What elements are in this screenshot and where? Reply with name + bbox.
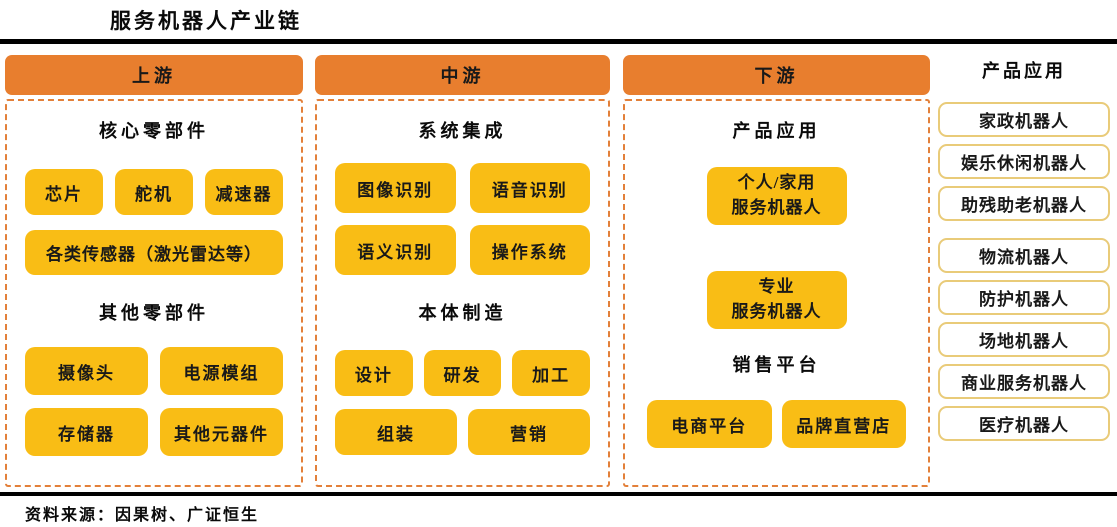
applications-column: 产品应用 家政机器人 娱乐休闲机器人 助残助老机器人 物流机器人 防护机器人 场… bbox=[938, 55, 1110, 441]
node-professional-service-robot: 专业 服务机器人 bbox=[706, 271, 847, 329]
applications-title: 产品应用 bbox=[982, 61, 1066, 81]
node-ecommerce-platform: 电商平台 bbox=[647, 400, 772, 448]
other-components-row-2: 存储器 其他元器件 bbox=[7, 408, 301, 456]
app-box-commercial-service-robot: 商业服务机器人 bbox=[938, 364, 1110, 399]
node-chip: 芯片 bbox=[25, 169, 103, 215]
node-speech-recognition: 语音识别 bbox=[469, 163, 590, 213]
upstream-body: 核心零部件 芯片 舵机 减速器 各类传感器（激光雷达等） 其他零部件 摄像头 电… bbox=[5, 99, 303, 487]
manufacturing-row-1: 设计 研发 加工 bbox=[317, 350, 608, 396]
node-professional-line2: 服务机器人 bbox=[731, 302, 822, 321]
node-servo: 舵机 bbox=[115, 169, 193, 215]
node-professional-line1: 专业 bbox=[758, 277, 795, 297]
section-title-product-application: 产品应用 bbox=[732, 121, 821, 141]
app-box-field-robot: 场地机器人 bbox=[938, 322, 1110, 357]
downstream-body: 产品应用 个人/家用 服务机器人 专业 服务机器人 销售平台 电商平台 品牌直营… bbox=[623, 99, 930, 487]
section-title-core-components: 核心零部件 bbox=[99, 121, 209, 141]
core-components-row: 芯片 舵机 减速器 bbox=[7, 169, 301, 215]
manufacturing-row-2: 组装 营销 bbox=[317, 409, 608, 455]
node-personal-home-line1: 个人/家用 bbox=[737, 173, 816, 193]
downstream-header: 下游 bbox=[623, 55, 930, 95]
section-title-other-components: 其他零部件 bbox=[99, 303, 209, 323]
node-operating-system: 操作系统 bbox=[469, 225, 590, 275]
section-title-sales-platform: 销售平台 bbox=[732, 355, 821, 375]
node-semantic-recognition: 语义识别 bbox=[335, 225, 456, 275]
node-image-recognition: 图像识别 bbox=[335, 163, 456, 213]
node-reducer: 减速器 bbox=[205, 169, 283, 215]
page-title: 服务机器人产业链 bbox=[110, 9, 302, 33]
midstream-body: 系统集成 图像识别 语音识别 语义识别 操作系统 本体制造 设计 研发 加工 组… bbox=[315, 99, 610, 487]
source-note: 资料来源：因果树、广证恒生 bbox=[25, 507, 260, 524]
app-box-medical-robot: 医疗机器人 bbox=[938, 406, 1110, 441]
node-personal-home-service-robot: 个人/家用 服务机器人 bbox=[706, 167, 847, 225]
app-box-assistive-robot: 助残助老机器人 bbox=[938, 186, 1110, 221]
node-memory: 存储器 bbox=[25, 408, 148, 456]
section-title-body-manufacturing: 本体制造 bbox=[418, 303, 507, 323]
node-camera: 摄像头 bbox=[25, 347, 148, 395]
node-brand-store: 品牌直营店 bbox=[781, 400, 906, 448]
app-box-protection-robot: 防护机器人 bbox=[938, 280, 1110, 315]
node-personal-home-line2: 服务机器人 bbox=[731, 198, 822, 217]
system-integration-row-2: 语义识别 操作系统 bbox=[317, 225, 608, 275]
title-underline bbox=[0, 39, 1117, 44]
section-title-system-integration: 系统集成 bbox=[418, 121, 507, 141]
midstream-header: 中游 bbox=[315, 55, 610, 95]
sales-platform-row: 电商平台 品牌直营店 bbox=[625, 400, 928, 448]
app-box-housekeeping-robot: 家政机器人 bbox=[938, 102, 1110, 137]
node-sensors: 各类传感器（激光雷达等） bbox=[25, 230, 283, 275]
system-integration-row-1: 图像识别 语音识别 bbox=[317, 163, 608, 213]
node-other-elements: 其他元器件 bbox=[160, 408, 283, 456]
bottom-rule bbox=[0, 492, 1117, 496]
node-marketing: 营销 bbox=[468, 409, 590, 455]
node-assembly: 组装 bbox=[335, 409, 457, 455]
app-box-entertainment-robot: 娱乐休闲机器人 bbox=[938, 144, 1110, 179]
sensors-row: 各类传感器（激光雷达等） bbox=[7, 230, 301, 275]
node-power-module: 电源模组 bbox=[160, 347, 283, 395]
node-processing: 加工 bbox=[512, 350, 591, 396]
upstream-header: 上游 bbox=[5, 55, 303, 95]
app-box-logistics-robot: 物流机器人 bbox=[938, 238, 1110, 273]
other-components-row-1: 摄像头 电源模组 bbox=[7, 347, 301, 395]
node-design: 设计 bbox=[335, 350, 413, 396]
node-rnd: 研发 bbox=[423, 350, 502, 396]
